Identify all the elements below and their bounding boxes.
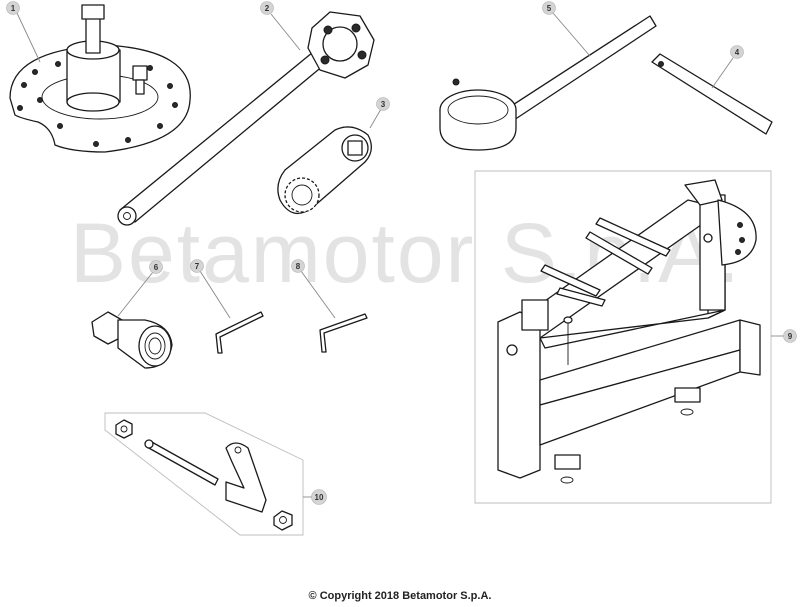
group-frame-9: [474, 170, 772, 504]
callout-7: 7: [190, 259, 231, 319]
svg-text:3: 3: [381, 100, 386, 109]
svg-text:5: 5: [547, 4, 552, 13]
part-8-hex-key: [319, 313, 368, 353]
part-7-hex-key: [215, 311, 264, 354]
callout-10: 10: [303, 489, 327, 505]
part-1-flywheel-puller: [9, 4, 191, 153]
svg-text:7: 7: [195, 262, 200, 271]
svg-text:1: 1: [11, 4, 16, 13]
part-5-clutch-wrench: [439, 15, 657, 151]
part-4-flat-bar: [651, 53, 773, 135]
svg-text:4: 4: [735, 48, 740, 57]
callout-2: 2: [260, 1, 301, 51]
callout-9: 9: [771, 329, 797, 343]
part-10-kit: [115, 419, 293, 531]
svg-text:2: 2: [265, 4, 270, 13]
part-9-engine-stand: [497, 179, 761, 484]
callout-1: 1: [6, 1, 41, 63]
part-2-flywheel-holder-wrench: [117, 11, 375, 226]
copyright-notice: © Copyright 2018 Betamotor S.p.A.: [308, 590, 492, 602]
part-3-sprocket-tool: [277, 126, 372, 215]
callout-5: 5: [542, 1, 591, 57]
svg-text:10: 10: [315, 493, 324, 502]
callout-4: 4: [711, 45, 744, 89]
group-frame-10: [104, 412, 304, 536]
callout-3: 3: [369, 97, 390, 129]
part-6-adapter: [91, 311, 173, 369]
callout-8: 8: [291, 259, 336, 319]
svg-text:8: 8: [296, 262, 301, 271]
svg-text:6: 6: [154, 263, 159, 272]
svg-text:9: 9: [788, 332, 793, 341]
callout-6: 6: [117, 260, 163, 317]
